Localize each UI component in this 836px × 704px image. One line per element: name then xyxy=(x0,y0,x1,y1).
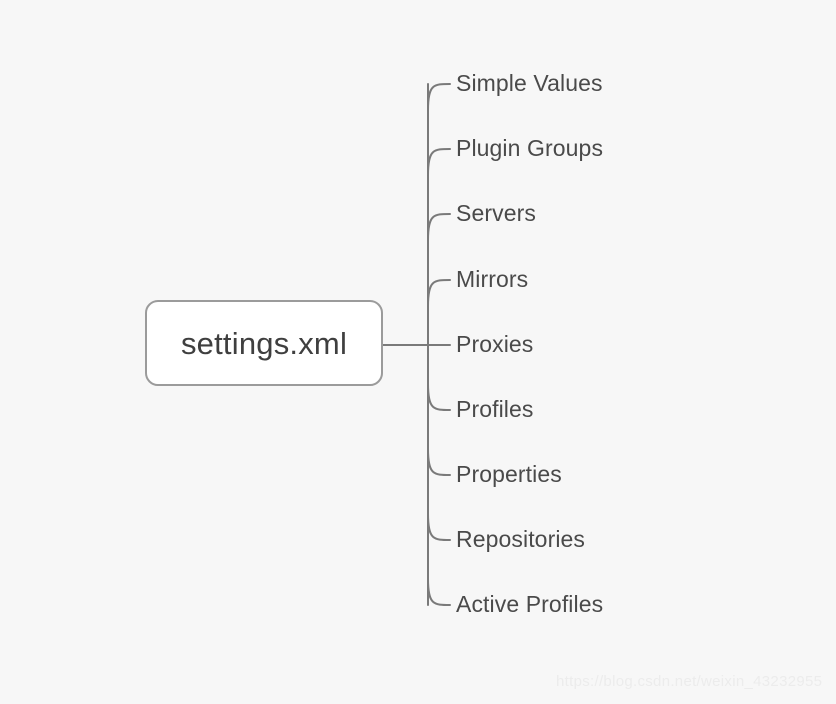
branch-label[interactable]: Active Profiles xyxy=(456,591,604,617)
branch-connector xyxy=(427,448,451,476)
branch-label[interactable]: Servers xyxy=(456,200,536,226)
branch-label[interactable]: Plugin Groups xyxy=(456,135,604,161)
branch-label[interactable]: Repositories xyxy=(456,526,586,552)
branch-connector xyxy=(427,279,451,307)
root-node-label: settings.xml xyxy=(180,325,348,361)
branch-label[interactable]: Simple Values xyxy=(456,70,603,96)
branch-label[interactable]: Properties xyxy=(456,461,562,487)
branch-connector xyxy=(427,383,451,411)
root-node[interactable]: settings.xml xyxy=(145,300,383,386)
branch-connector xyxy=(427,513,451,541)
branch-connector xyxy=(427,83,451,111)
branch-label[interactable]: Profiles xyxy=(456,396,534,422)
branch-label[interactable]: Mirrors xyxy=(456,266,529,292)
branch-label[interactable]: Proxies xyxy=(456,331,534,357)
branch-connector xyxy=(427,148,451,176)
branch-connector xyxy=(427,578,451,606)
branch-connector xyxy=(427,213,451,241)
watermark-text: https://blog.csdn.net/weixin_43232955 xyxy=(556,673,823,690)
